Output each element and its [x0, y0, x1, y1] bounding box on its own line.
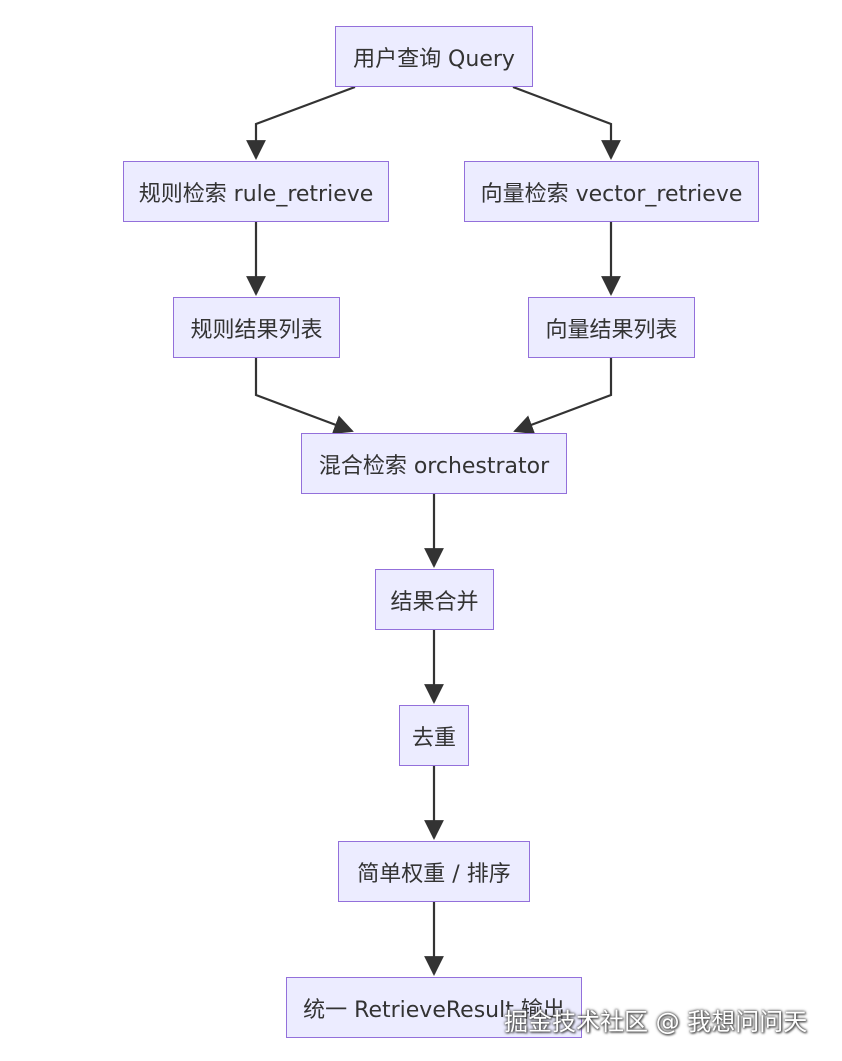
node-rule-retrieve: 规则检索 rule_retrieve	[123, 161, 389, 222]
watermark: 掘金技术社区 @ 我想问问天	[504, 1008, 808, 1036]
edge-query-to-vector-retrieve	[512, 85, 621, 160]
edge-query-to-rule-retrieve	[246, 85, 356, 160]
node-query: 用户查询 Query	[335, 26, 533, 87]
node-dedupe: 去重	[399, 705, 469, 766]
node-vector-results: 向量结果列表	[528, 297, 695, 358]
edge-vector-results-to-orchestrator	[513, 358, 613, 435]
node-vector-retrieve: 向量检索 vector_retrieve	[464, 161, 759, 222]
node-output: 统一 RetrieveResult 输出	[286, 977, 582, 1038]
node-rank: 简单权重 / 排序	[338, 841, 530, 902]
node-rule-results: 规则结果列表	[173, 297, 340, 358]
node-orchestrator: 混合检索 orchestrator	[301, 433, 567, 494]
node-merge: 结果合并	[375, 569, 494, 630]
edge-rule-results-to-orchestrator	[254, 358, 354, 435]
